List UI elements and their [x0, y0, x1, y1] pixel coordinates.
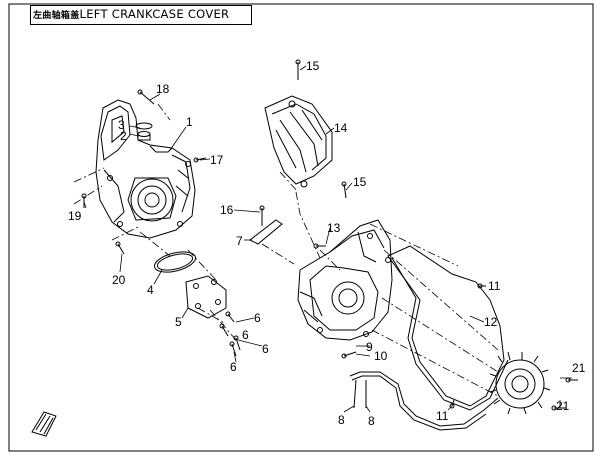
page-title: 左曲轴箱盖LEFT CRANKCASE COVER [33, 7, 229, 21]
leader-lines [83, 65, 572, 413]
callout-9: 9 [366, 340, 373, 354]
part-1-left-cover [95, 99, 196, 239]
callout-12: 12 [484, 315, 498, 329]
callout-7: 7 [236, 234, 243, 248]
callout-5: 5 [175, 315, 182, 329]
callout-21-a: 21 [572, 361, 586, 375]
alignment-lines [73, 103, 499, 397]
callout-21-b: 21 [556, 399, 570, 413]
callout-19: 19 [68, 209, 82, 223]
part-4-o-ring [154, 251, 196, 273]
callout-labels: 1 2 3 4 5 6 6 6 6 7 8 8 9 10 11 11 12 13… [68, 59, 586, 428]
callout-8-b: 8 [368, 414, 375, 428]
title-prefix: 左曲轴箱盖 [33, 11, 80, 21]
outer-border [8, 3, 594, 452]
callout-1: 1 [186, 115, 193, 129]
callout-11-a: 11 [488, 279, 501, 293]
callout-11-b: 11 [436, 409, 449, 423]
callout-15-b: 15 [353, 175, 367, 189]
title-box [30, 5, 252, 25]
orientation-marker-icon [31, 411, 57, 437]
callout-16: 16 [220, 203, 234, 217]
callout-10: 10 [374, 349, 388, 363]
part-21-stator [489, 351, 551, 415]
callout-2: 2 [120, 129, 127, 143]
callout-17: 17 [210, 153, 224, 167]
part-12-gasket [387, 245, 509, 411]
callout-6-a: 6 [254, 311, 261, 325]
part-14-top-cover [264, 95, 333, 188]
callout-6-d: 6 [230, 360, 237, 374]
callout-14: 14 [334, 121, 348, 135]
part-5-cover-plate [185, 275, 227, 319]
part-7-16-bracket [249, 205, 283, 245]
callout-8-a: 8 [338, 413, 345, 427]
callout-4: 4 [147, 283, 154, 297]
callout-18: 18 [156, 82, 170, 96]
callout-6-b: 6 [242, 328, 249, 342]
wiring-harness [349, 371, 499, 431]
callout-3: 3 [118, 118, 125, 132]
part-2-3-plug [135, 122, 153, 141]
part-9-inner-cover [297, 219, 393, 341]
callout-15-a: 15 [306, 59, 320, 73]
callout-6-c: 6 [262, 342, 269, 356]
callout-13: 13 [327, 221, 341, 235]
title-text: LEFT CRANKCASE COVER [79, 7, 230, 21]
callout-20: 20 [112, 273, 126, 287]
